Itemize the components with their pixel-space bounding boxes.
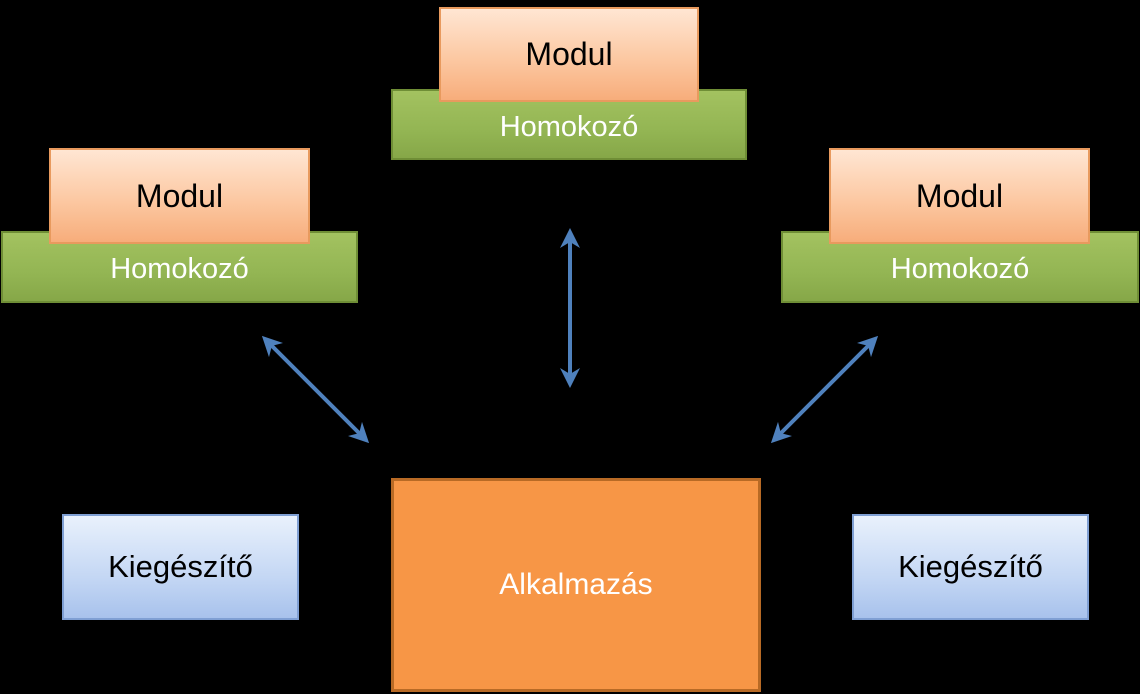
sandbox-top-label: Homokozó: [499, 111, 639, 143]
arrow-right-to-application: [770, 335, 879, 444]
module-top-label: Modul: [525, 36, 613, 72]
application-label: Alkalmazás: [499, 568, 653, 601]
sandbox-left-label: Homokozó: [110, 253, 249, 285]
sandbox-right-label: Homokozó: [890, 253, 1030, 285]
extension-right-label: Kiegészítő: [898, 549, 1043, 584]
extension-left: Kiegészítő: [62, 514, 299, 620]
extension-right: Kiegészítő: [852, 514, 1089, 620]
arrow-left-to-application: [261, 335, 370, 444]
extension-left-label: Kiegészítő: [108, 549, 253, 584]
module-left-label: Modul: [135, 177, 224, 214]
module-left: Modul: [49, 148, 310, 244]
module-right: Modul: [829, 148, 1090, 244]
module-top: Modul: [439, 7, 699, 102]
module-right-label: Modul: [915, 177, 1004, 214]
application-box: Alkalmazás: [391, 478, 761, 692]
